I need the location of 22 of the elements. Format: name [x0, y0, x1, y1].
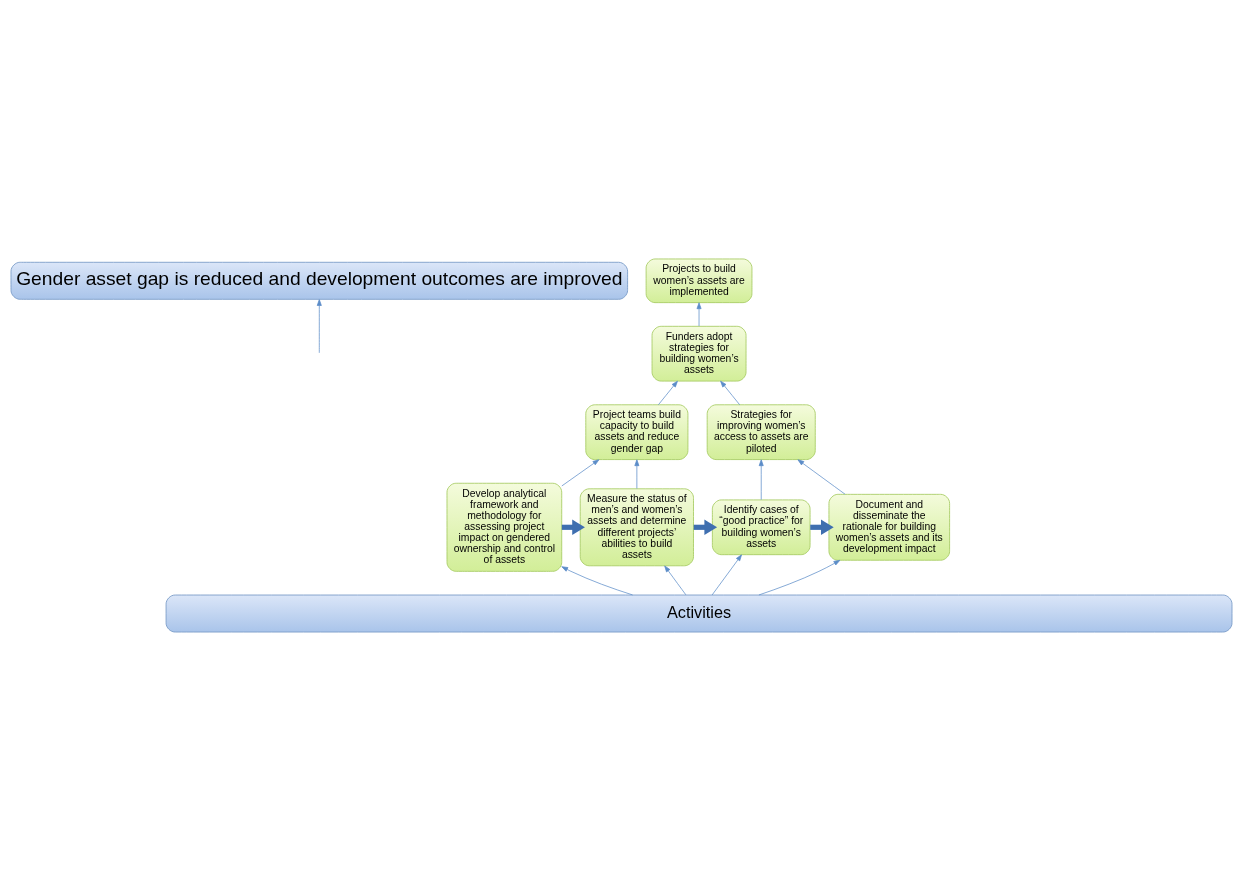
- node-box: Identify cases of “good practice” for building women’s assets: [711, 498, 811, 555]
- arrow: [696, 301, 702, 326]
- arrow: [561, 458, 600, 486]
- arrow: [664, 565, 687, 595]
- node-box: Gender asset gap is reduced and development outcomes are improved: [10, 261, 629, 300]
- node-box: Document and disseminate the rationale for building women’s assets and its development impact: [828, 493, 951, 561]
- arrow: [720, 380, 741, 405]
- node-box: Funders adopt strategies for building women’s assets: [651, 325, 747, 382]
- arrow: [561, 565, 633, 595]
- node-box: Measure the status of men’s and women’s assets and determine different projects’ abilities to build assets: [579, 487, 694, 566]
- arrow: [634, 458, 640, 489]
- arrow: [658, 380, 678, 405]
- node-box: Projects to build women’s assets are implemented: [645, 258, 753, 303]
- node-box: Strategies for improving women’s access to assets are piloted: [706, 403, 816, 460]
- node-box: Activities: [165, 594, 1233, 632]
- arrow: [797, 458, 846, 495]
- node-box: Project teams build capacity to build assets and reduce gender gap: [585, 403, 689, 460]
- arrow: [316, 298, 322, 353]
- node-box: Develop analytical framework and methodology for assessing project impact on gendered ownership and control of assets: [446, 482, 563, 572]
- arrow: [711, 554, 742, 595]
- arrow: [758, 559, 841, 595]
- arrow: [758, 458, 764, 500]
